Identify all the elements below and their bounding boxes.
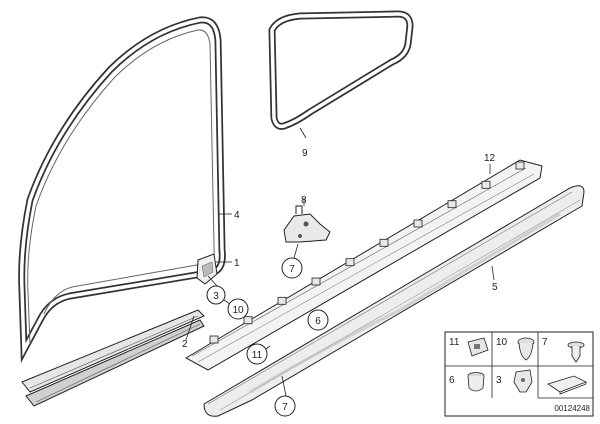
svg-text:11: 11 — [252, 350, 263, 361]
callout-circle-11: 11 — [246, 343, 268, 365]
clip-10-icon — [517, 337, 535, 361]
pad-icon — [547, 375, 587, 395]
svg-text:3: 3 — [496, 375, 502, 386]
rail-clip — [345, 258, 355, 267]
legend-cell-7[interactable]: 7 — [542, 337, 585, 363]
svg-text:10: 10 — [496, 337, 508, 348]
clip-7-icon — [567, 341, 585, 363]
svg-text:11: 11 — [449, 337, 460, 348]
rail-clip — [447, 200, 457, 209]
clip-6-icon — [467, 372, 485, 392]
callout-9: 9 — [302, 148, 308, 159]
callout-5: 5 — [492, 282, 498, 293]
legend-cell-pad[interactable] — [547, 375, 587, 395]
callout-2: 2 — [182, 339, 188, 350]
rail-clip — [243, 316, 253, 325]
callout-circle-3: 3 — [206, 285, 226, 305]
legend-cell-10[interactable]: 10 — [496, 337, 535, 361]
rail-clip — [481, 180, 491, 189]
svg-text:7: 7 — [289, 264, 295, 275]
cover-trim-piece[interactable] — [196, 253, 218, 285]
callout-circle-7-bottom: 7 — [274, 395, 296, 417]
sill-rail[interactable] — [184, 159, 543, 371]
rail-clip — [515, 161, 525, 170]
callout-8: 8 — [301, 195, 307, 206]
svg-text:10: 10 — [232, 305, 244, 316]
legend-cell-6[interactable]: 6 — [449, 372, 485, 392]
rear-window-seal[interactable] — [268, 10, 414, 130]
legend-cell-11[interactable]: 11 — [449, 337, 489, 357]
rocker-sill-panel[interactable] — [203, 185, 585, 417]
callout-12: 12 — [484, 153, 496, 164]
svg-text:6: 6 — [315, 316, 321, 327]
svg-text:7: 7 — [542, 337, 548, 348]
rail-clip — [413, 219, 423, 228]
parts-legend: 11 10 7 6 — [444, 331, 594, 417]
rail-clip — [379, 238, 389, 247]
rail-clip — [209, 335, 219, 344]
rail-clip — [311, 277, 321, 286]
svg-text:6: 6 — [449, 375, 455, 386]
legend-cell-3[interactable]: 3 — [496, 369, 533, 393]
callout-circle-10: 10 — [227, 298, 249, 320]
sill-bracket[interactable] — [283, 205, 331, 243]
diagram-reference-number: 00124248 — [554, 404, 590, 413]
callout-circle-7-bracket: 7 — [281, 257, 303, 279]
callout-1: 1 — [234, 258, 240, 269]
svg-text:3: 3 — [213, 291, 219, 302]
callout-circle-6: 6 — [307, 309, 329, 331]
rail-clip — [277, 296, 287, 305]
door-sill-trim-strip[interactable] — [21, 309, 205, 407]
clip-11-icon — [467, 337, 489, 357]
clip-3-icon — [513, 369, 533, 393]
callout-4: 4 — [234, 210, 240, 221]
front-door-seal[interactable] — [18, 16, 226, 364]
svg-text:7: 7 — [282, 402, 288, 413]
